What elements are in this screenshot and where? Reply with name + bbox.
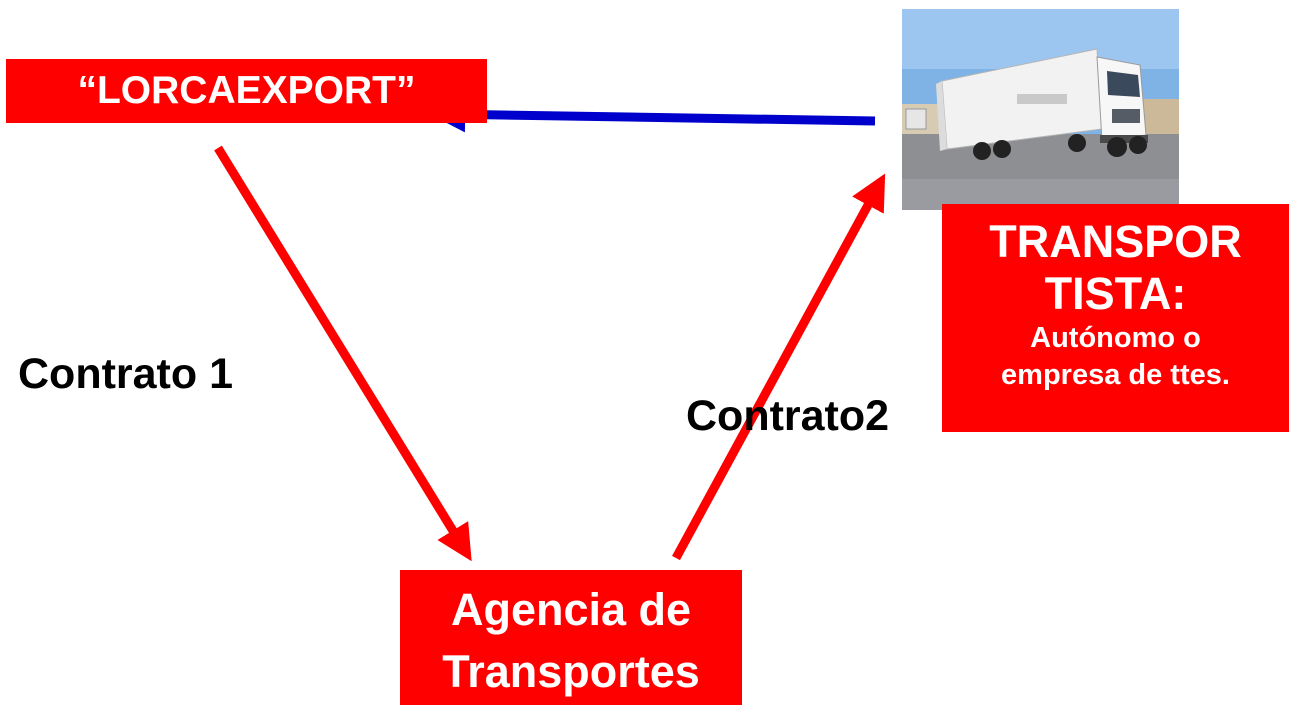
transportista-label-line1: TRANSPOR	[989, 216, 1242, 267]
arrow-contrato-2	[672, 173, 886, 561]
agencia-label-line2: Transportes	[442, 646, 700, 697]
agencia-label-line1: Agencia de	[450, 584, 692, 635]
transportista-box: TRANSPOR TISTA: Autónomo o empresa de tt…	[942, 204, 1289, 432]
agencia-box: Agencia de Transportes	[400, 570, 742, 705]
arrow-delivery	[429, 96, 876, 133]
arrow-contrato-1	[214, 145, 472, 562]
transportista-label-line2: TISTA:	[1044, 268, 1187, 319]
transportista-label-line3: Autónomo o	[1030, 322, 1201, 354]
transportista-label-line4: empresa de ttes.	[1001, 359, 1230, 391]
contrato-2-label: Contrato2	[686, 392, 890, 440]
lorcaexport-box: “LORCAEXPORT”	[6, 59, 487, 123]
contrato-1-label: Contrato 1	[18, 350, 233, 398]
lorcaexport-label: “LORCAEXPORT”	[77, 69, 416, 112]
truck-photo	[902, 9, 1179, 210]
